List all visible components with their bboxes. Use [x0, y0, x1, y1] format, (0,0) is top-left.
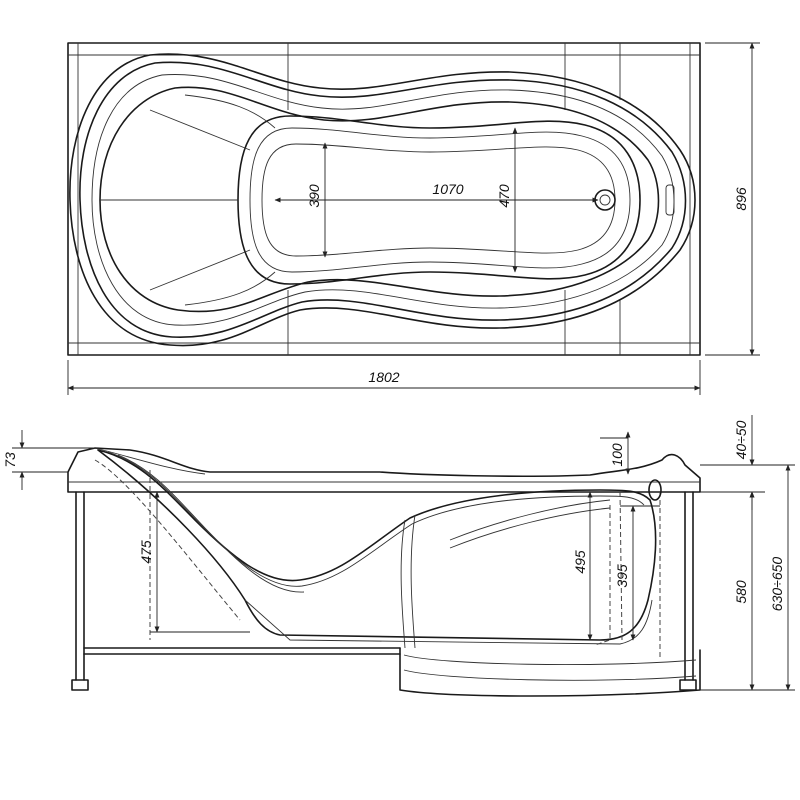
dim-total-height: 630÷650 [769, 557, 785, 612]
dim-length: 1802 [368, 369, 399, 385]
dim-rim-offset-left: 73 [2, 452, 18, 468]
top-view-outer-frame [67, 42, 701, 356]
dim-rim-height: 40÷50 [733, 420, 749, 459]
bowl-profile [97, 449, 657, 641]
dim-depth: 495 [572, 550, 588, 574]
side-view: 73 475 100 495 395 40÷50 580 630÷650 [2, 415, 795, 697]
top-view: 1070 390 470 1802 896 [67, 42, 760, 395]
dim-seat-depth: 475 [138, 540, 154, 564]
left-foot [71, 679, 89, 691]
overflow-icon [665, 184, 675, 216]
basin-bottom [237, 115, 641, 285]
right-foot [679, 679, 697, 691]
dim-narrow-width: 390 [306, 184, 322, 208]
dim-inner-length: 1070 [432, 181, 463, 197]
rim [67, 447, 701, 493]
dim-rim-offset-right: 100 [609, 443, 625, 467]
bowl-outer-contour [69, 53, 696, 347]
dim-inner-depth: 395 [614, 564, 630, 588]
side-overflow-icon [648, 479, 662, 501]
bowl-inner-contour [99, 86, 660, 313]
dim-width: 896 [733, 187, 749, 211]
dim-wide-width: 470 [496, 184, 512, 208]
dim-height-to-rim: 580 [733, 580, 749, 604]
